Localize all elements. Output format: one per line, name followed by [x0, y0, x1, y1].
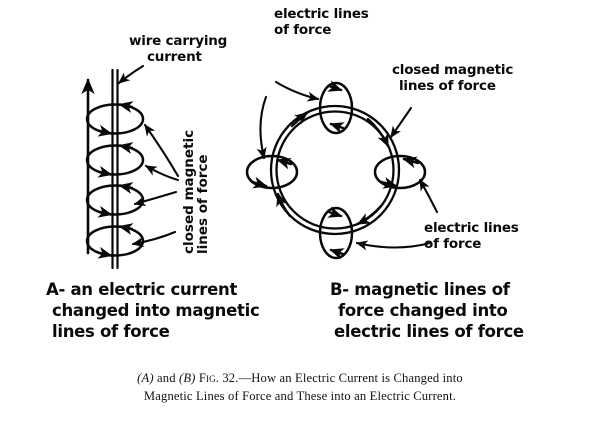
figure-caption-and: and [157, 371, 176, 385]
electric-loop-right [373, 154, 427, 190]
panel-a-caption-line3: lines of force [52, 322, 170, 341]
magnetic-field-loop-1 [85, 101, 145, 137]
panel-a-caption-line2: changed into magnetic [52, 301, 260, 320]
leader-electric-left [256, 95, 268, 160]
label-closed-magnetic-lines-of-force-line2: lines of force [399, 78, 496, 94]
magnetic-field-loop-4 [85, 223, 145, 259]
figure-caption-line1: (A) and (B) Fig. 32.—How an Electric Cur… [0, 370, 600, 388]
label-wire-carrying-current-line2: current [147, 49, 202, 65]
figure-caption-number: Fig. 32. [198, 371, 239, 385]
wire-carrying-current [111, 68, 119, 270]
electric-loop-top [318, 80, 354, 135]
panel-a-caption-line1: A- an electric current [46, 280, 238, 299]
panel-b-caption-line3: electric lines of force [334, 322, 524, 341]
label-electric-lines-of-force-top-line2: of force [274, 22, 332, 38]
panel-b-drawing [245, 80, 439, 260]
panel-b-caption-line1: B- magnetic lines of [330, 280, 510, 299]
panel-a-drawing [81, 64, 180, 270]
leader-closed-magnetic-fan [131, 123, 180, 248]
panel-b-caption-line2: force changed into [338, 301, 508, 320]
figure-caption-ref-a: (A) [137, 371, 154, 385]
leader-closed-magnetic-ring [389, 106, 413, 139]
label-electric-lines-of-force-bottom-line2: of force [424, 236, 482, 252]
label-electric-lines-of-force-top-line1: electric lines [274, 6, 369, 22]
figure-caption-text-2: Magnetic Lines of Force and These into a… [143, 389, 457, 403]
label-closed-magnetic-lines-of-force-line1: closed magnetic [392, 62, 514, 78]
magnetic-field-loop-3 [85, 182, 145, 218]
label-electric-lines-of-force-bottom-line1: electric lines [424, 220, 519, 236]
leader-electric-top [274, 80, 320, 102]
figure-caption-text-1: —How an Electric Current is Changed into [238, 371, 463, 385]
figure-caption-ref-b: (B) [178, 371, 196, 385]
figure-caption-line2: Magnetic Lines of Force and These into a… [0, 388, 600, 406]
leader-wire-label [117, 64, 145, 85]
magnetic-field-loop-2 [85, 142, 145, 178]
electric-loop-bottom [318, 206, 354, 260]
label-wire-carrying-current-line1: wire carrying [129, 33, 228, 49]
leader-electric-bottom [355, 178, 439, 251]
electric-loop-left [245, 154, 299, 190]
label-closed-magnetic-lines-of-force-vertical: closed magnetic lines of force [181, 129, 212, 254]
magnetic-ring [269, 104, 401, 236]
